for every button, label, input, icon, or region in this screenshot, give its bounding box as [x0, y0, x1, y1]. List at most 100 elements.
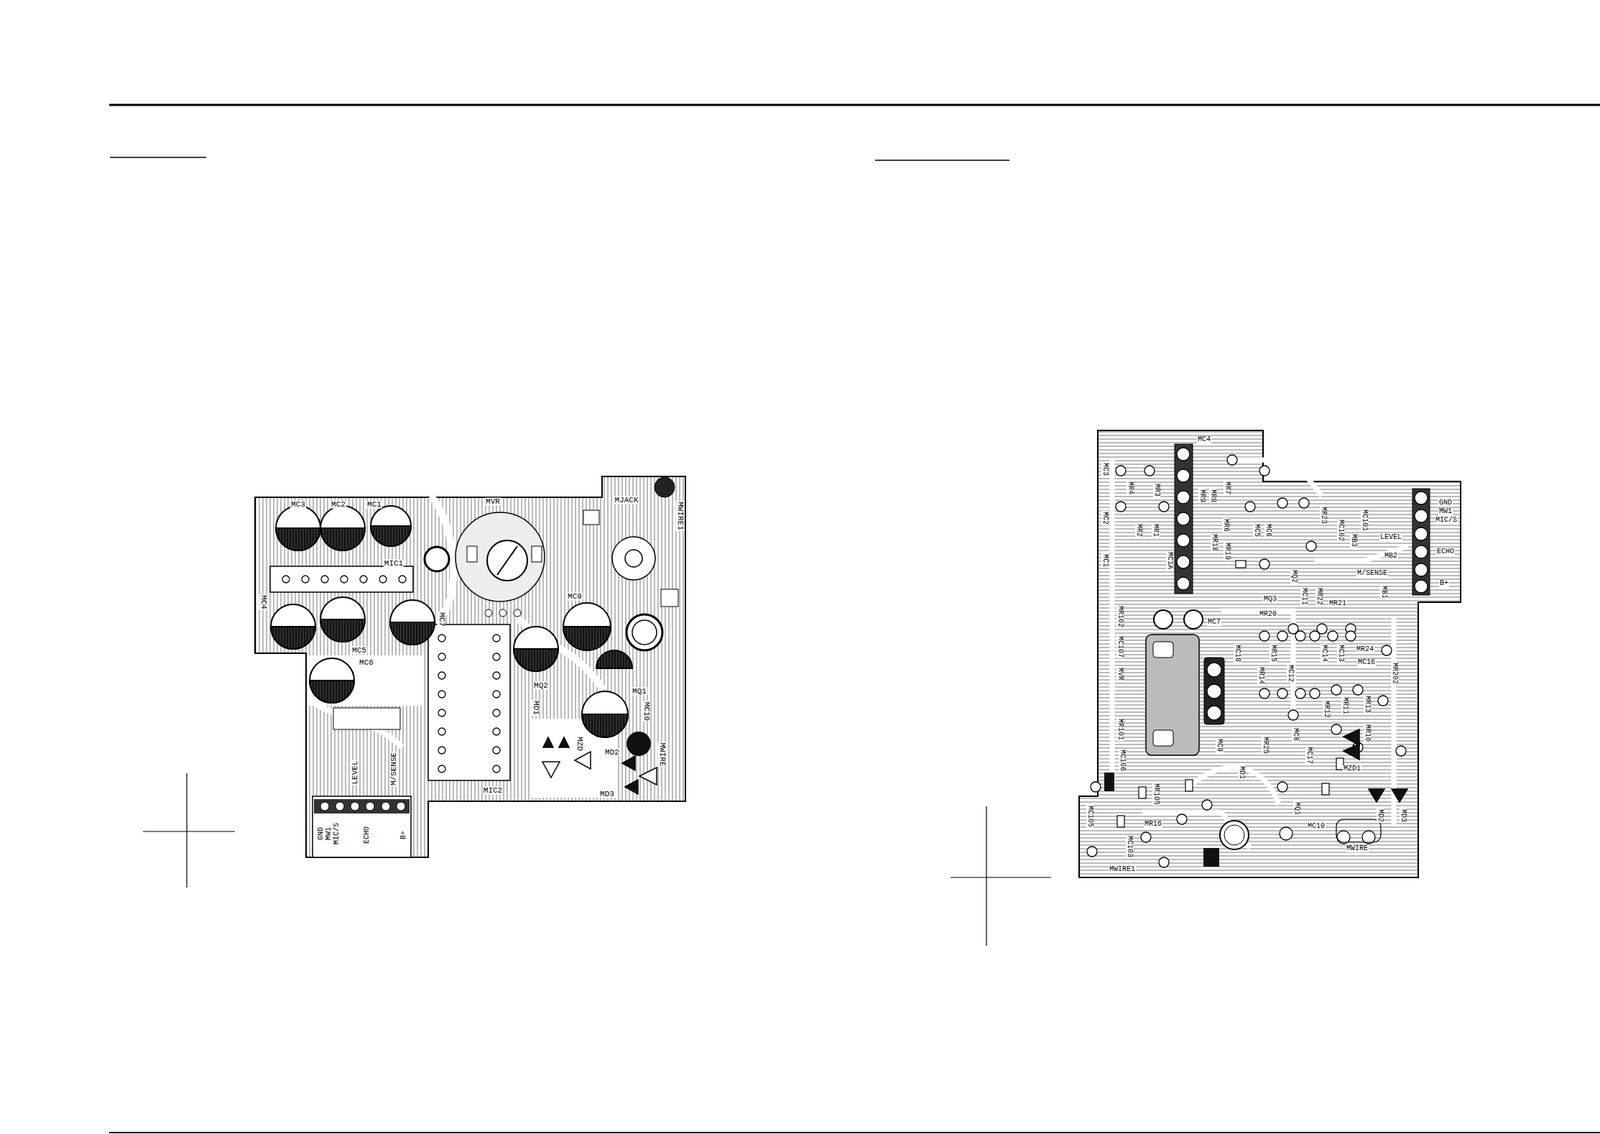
- part-label: MC102: [1337, 518, 1345, 542]
- part-label: MR11: [1341, 696, 1349, 715]
- part-label: MVR: [484, 497, 501, 506]
- part-label: MR25: [1261, 735, 1269, 755]
- part-label: MR102: [1116, 604, 1124, 628]
- part-label: MB2: [1383, 552, 1399, 560]
- part-label: MR7: [1223, 480, 1231, 496]
- part-label: ECHO: [363, 825, 371, 845]
- part-label: MWIRE1: [676, 500, 684, 531]
- part-label: MC11: [1300, 586, 1308, 606]
- part-label: MD2: [604, 748, 621, 757]
- part-label: MD1: [531, 699, 540, 716]
- part-label: MR20: [1258, 610, 1278, 618]
- part-label: MIC2: [482, 786, 503, 795]
- part-label: MB1: [1380, 584, 1388, 600]
- part-label: MC1A: [1166, 551, 1174, 570]
- part-label: MWIRE: [1345, 844, 1369, 853]
- part-label: MR22: [1315, 586, 1323, 606]
- part-label: MD2: [1376, 808, 1384, 823]
- part-label: MC3: [290, 500, 307, 509]
- part-label: MC106: [1118, 748, 1126, 772]
- part-label: MC13: [1337, 643, 1345, 663]
- part-label: MD1: [1237, 765, 1246, 780]
- part-label: MR24: [1355, 645, 1375, 654]
- part-label: MC7: [1207, 618, 1222, 626]
- part-label: MC7: [437, 611, 446, 628]
- part-label: MR4: [1126, 480, 1134, 496]
- part-label: B+: [1439, 579, 1450, 587]
- part-label: MW1: [1438, 507, 1453, 516]
- part-label: MC4: [1196, 436, 1212, 444]
- part-label: MQ3: [1263, 595, 1278, 603]
- part-label: MC6: [1264, 523, 1272, 538]
- part-label: MR6: [1222, 518, 1230, 533]
- part-label: LEVEL: [351, 759, 360, 785]
- part-label: MR3: [1153, 482, 1161, 498]
- part-label: MW1: [325, 826, 333, 841]
- part-label: GND: [1438, 499, 1453, 507]
- part-label: MR16: [1143, 820, 1163, 828]
- part-label: MC105: [1086, 804, 1094, 828]
- part-label: MC3: [1101, 461, 1109, 477]
- part-label: MD3: [1399, 808, 1407, 823]
- part-label: MZD: [575, 735, 584, 752]
- part-label: MR19: [1223, 541, 1231, 561]
- part-label: MC9: [566, 592, 583, 601]
- part-label: MR23: [1319, 505, 1327, 525]
- part-label: MR8: [1209, 488, 1217, 503]
- part-label: MC4: [259, 594, 268, 610]
- part-label: MR105: [1152, 782, 1160, 806]
- part-label: MWIRE1: [1108, 865, 1136, 873]
- part-label: MC101: [1360, 508, 1368, 532]
- part-label: MC14: [1320, 643, 1328, 663]
- part-label: MC107: [1116, 635, 1124, 659]
- part-label: MIC/S: [1434, 516, 1458, 524]
- part-label: MR21: [1328, 599, 1348, 608]
- part-label: MC6: [358, 658, 375, 667]
- part-label: MC8: [1291, 727, 1299, 742]
- part-label: MD3: [599, 790, 615, 799]
- part-label: MQ2: [1290, 569, 1298, 584]
- part-label: ECHO: [1436, 548, 1455, 556]
- part-label: MC10: [642, 701, 651, 722]
- part-label: MC2: [330, 500, 347, 509]
- part-label: MC12: [1286, 663, 1294, 683]
- part-label: MC18: [1233, 643, 1241, 663]
- part-label: MC5: [351, 646, 368, 655]
- part-label: MR10: [1363, 723, 1371, 743]
- part-label: MVR: [1116, 666, 1124, 682]
- part-label: MC1: [1101, 553, 1109, 568]
- part-label: MR14: [1257, 666, 1265, 685]
- part-label: MR12: [1322, 699, 1330, 719]
- part-label: MWIRE: [658, 741, 667, 767]
- part-label: MR15: [1269, 643, 1277, 663]
- part-label: GND: [317, 826, 325, 841]
- part-label: M/SENSE: [390, 751, 399, 786]
- part-label: MR1: [1151, 523, 1159, 538]
- part-label: MJACK: [613, 496, 639, 505]
- part-label: MB3: [1349, 533, 1358, 548]
- part-label: MC9: [1215, 737, 1223, 753]
- part-label: MC10: [1306, 822, 1326, 830]
- part-label: MR101: [1116, 717, 1124, 741]
- part-label: MIC/S: [333, 821, 341, 845]
- part-label: LEVEL: [1379, 533, 1403, 541]
- part-label: MC103: [1125, 834, 1134, 858]
- part-label: MIC1: [383, 559, 404, 568]
- part-label: MQ2: [533, 681, 549, 690]
- part-label: MZD1: [1342, 765, 1362, 773]
- part-label: B+: [400, 829, 408, 840]
- part-label: MR2: [1135, 523, 1143, 538]
- part-label: MC5: [1252, 523, 1261, 538]
- part-label: M/SENSE: [1356, 569, 1389, 577]
- part-label: MR9: [1198, 488, 1206, 503]
- part-label: MR13: [1363, 694, 1371, 714]
- part-label: MQ1: [631, 687, 648, 696]
- part-label: MC17: [1305, 745, 1313, 765]
- part-label: MC2: [1101, 510, 1109, 526]
- part-label: MC1: [366, 500, 383, 509]
- part-label: MR18: [1210, 533, 1218, 552]
- part-label: MR202: [1390, 661, 1399, 685]
